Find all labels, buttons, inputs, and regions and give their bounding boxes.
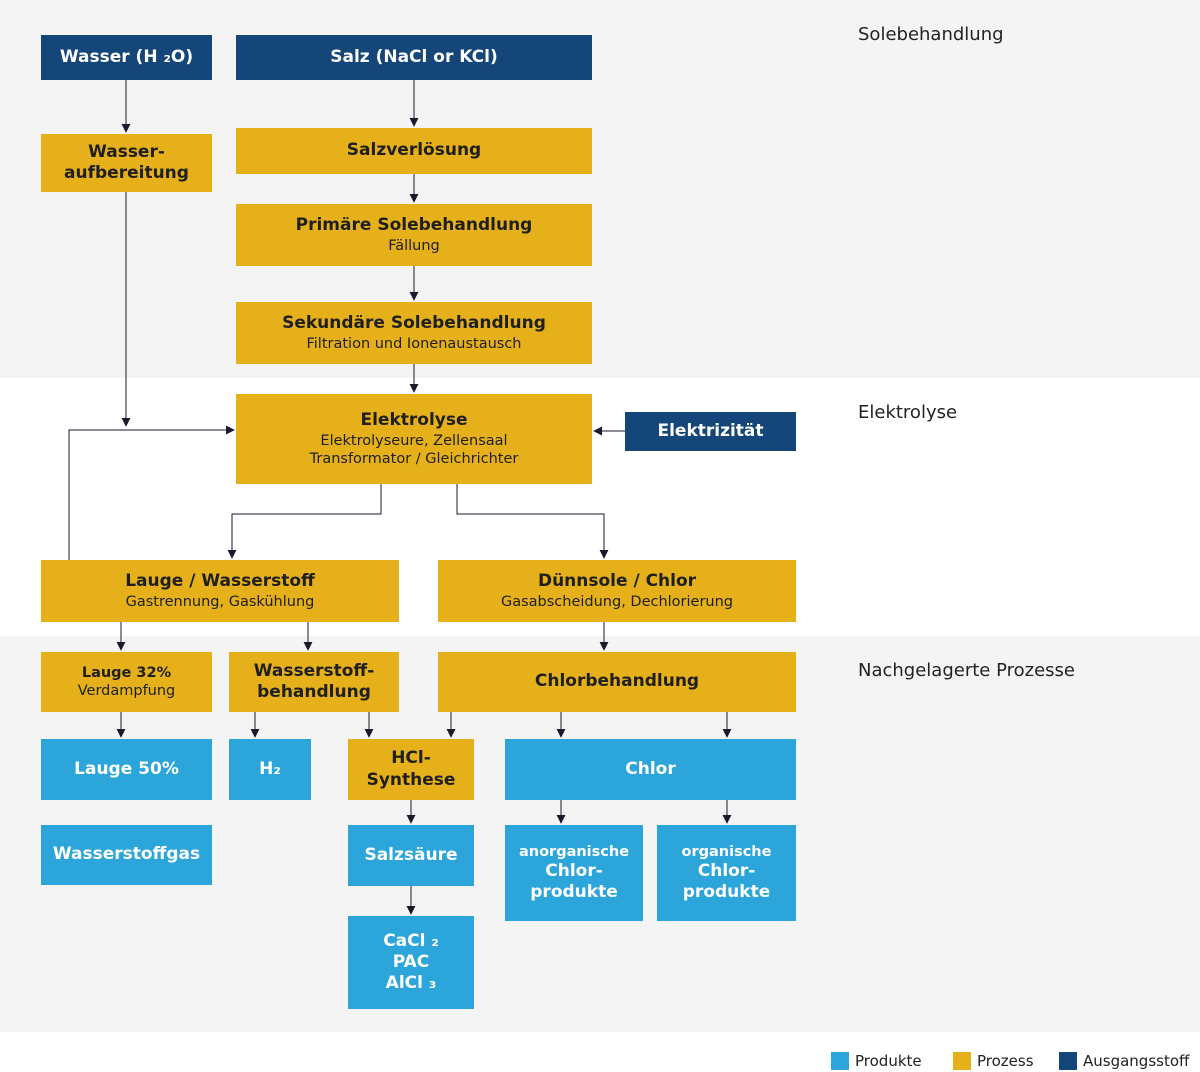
node-wasserstoffbehandlung-label: Wasserstoff- behandlung [253,660,375,702]
node-primaere-solebehandlung: Primäre Solebehandlung Fällung [236,204,592,266]
node-lauge-title: Lauge / Wasserstoff [125,571,315,592]
node-lauge50-label: Lauge 50% [74,758,179,779]
node-duennsole-title: Dünnsole / Chlor [537,571,697,592]
edge-lauge-recycle [68,425,235,560]
node-primaere-title: Primäre Solebehandlung [295,215,533,236]
node-salzverloesung: Salzverlösung [236,128,592,174]
legend-source: Ausgangsstoff [1059,1052,1189,1070]
node-chlorbehandlung-label: Chlorbehandlung [534,671,700,692]
node-sekundaere-sub: Filtration und Ionenaustausch [306,335,522,352]
node-lauge-sub: Gastrennung, Gaskühlung [125,593,315,610]
node-chlor-label: Chlor [625,758,676,779]
node-primaere-sub: Fällung [388,237,440,254]
node-sekundaere-title: Sekundäre Solebehandlung [282,313,546,334]
node-lauge32-title: Lauge 32% [81,664,172,681]
node-elektrolyse-title: Elektrolyse [360,410,468,431]
node-anorg-line2: Chlor- produkte [530,860,618,903]
node-h2-label: H₂ [259,758,281,779]
node-wasserstoffbehandlung: Wasserstoff- behandlung [229,652,399,712]
node-wasser-label: Wasser (H ₂O) [59,46,194,67]
legend-source-swatch [1059,1052,1077,1070]
legend-products-swatch [831,1052,849,1070]
node-elektrizitaet-label: Elektrizität [657,420,764,441]
node-wasseraufbereitung: Wasser- aufbereitung [41,134,212,192]
node-cacl2-label: CaCl ₂ [383,930,439,951]
node-h2: H₂ [229,739,311,800]
node-elektrolyse-sub1: Elektrolyseure, Zellensaal [320,432,508,449]
node-wasseraufbereitung-label: Wasser- aufbereitung [64,141,189,183]
node-lauge32: Lauge 32% Verdampfung [41,652,212,712]
node-pac-label: PAC [392,951,430,972]
section-label-brine: Solebehandlung [858,24,1004,45]
node-lauge32-sub: Verdampfung [77,683,176,699]
node-chlor: Chlor [505,739,796,800]
node-anorganische-chlorprodukte: anorganische Chlor- produkte [505,825,643,921]
section-label-electrolysis: Elektrolyse [858,402,958,423]
node-cacl2-pac-alcl3: CaCl ₂ PAC AlCl ₃ [348,916,474,1009]
node-duennsole-sub: Gasabscheidung, Dechlorierung [500,593,734,610]
edge-elektrolyse-duennsole [456,484,609,559]
legend-products-label: Produkte [855,1052,922,1070]
node-salzsaeure: Salzsäure [348,825,474,886]
legend-process-label: Prozess [977,1052,1034,1070]
node-hcl-label: HCl- Synthese [366,748,456,790]
node-salz: Salz (NaCl or KCl) [236,35,592,80]
node-org-line1: organische [681,843,772,860]
legend-process-swatch [953,1052,971,1070]
node-alcl3-label: AlCl ₃ [385,973,437,994]
legend-products: Produkte [831,1052,922,1070]
node-elektrolyse-sub2: Transformator / Gleichrichter [309,450,519,467]
node-anorg-line1: anorganische [518,843,630,860]
node-salzverloesung-label: Salzverlösung [346,140,482,161]
node-organische-chlorprodukte: organische Chlor- produkte [657,825,796,921]
node-elektrolyse: Elektrolyse Elektrolyseure, Zellensaal T… [236,394,592,484]
node-lauge50: Lauge 50% [41,739,212,800]
node-hcl-synthese: HCl- Synthese [348,739,474,800]
node-elektrizitaet: Elektrizität [625,412,796,451]
node-lauge-wasserstoff: Lauge / Wasserstoff Gastrennung, Gaskühl… [41,560,399,622]
legend-process: Prozess [953,1052,1034,1070]
section-label-downstream: Nachgelagerte Prozesse [858,660,1075,681]
legend-source-label: Ausgangsstoff [1083,1052,1190,1070]
node-sekundaere-solebehandlung: Sekundäre Solebehandlung Filtration und … [236,302,592,364]
node-wasserstoffgas: Wasserstoffgas [41,825,212,885]
node-salzsaeure-label: Salzsäure [364,844,458,865]
node-org-line2: Chlor- produkte [682,860,771,903]
node-wasser: Wasser (H ₂O) [41,35,212,80]
node-wasserstoffgas-label: Wasserstoffgas [52,844,201,865]
edge-elektrolyse-lauge [227,484,382,559]
node-salz-label: Salz (NaCl or KCl) [330,46,498,67]
node-chlorbehandlung: Chlorbehandlung [438,652,796,712]
node-duennsole-chlor: Dünnsole / Chlor Gasabscheidung, Dechlor… [438,560,796,622]
